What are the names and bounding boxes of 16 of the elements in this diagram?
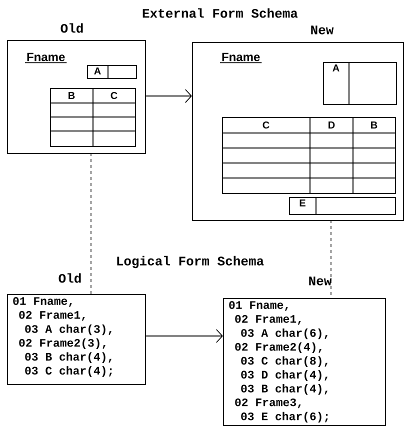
- input-field: E: [289, 196, 396, 215]
- title: External Form Schema: [142, 8, 298, 18]
- column-heading: New: [309, 276, 332, 286]
- section-heading: Logical Form Schema: [117, 256, 264, 268]
- column-heading: Old: [58, 273, 81, 283]
- schema-listing: 01 Fname, 02 Frame1, 03 A char(6), 02 Frame2(4), 03 C char(8), 03 D char(4), 03 B char(4), 02 Frame3, 03 E char(6);: [223, 298, 386, 426]
- input-field: A: [323, 62, 397, 105]
- dashed-line: [90, 152, 92, 294]
- column-heading: Old: [60, 23, 83, 33]
- schema-listing: 01 Fname, 02 Frame1, 03 A char(3), 02 Frame2(3), 03 B char(4), 03 C char(4);: [7, 294, 146, 385]
- hollow-arrow: [144, 329, 223, 343]
- table-frame: B C: [50, 88, 136, 147]
- hollow-arrow: [144, 89, 192, 103]
- input-field: A: [87, 64, 137, 79]
- table-frame: C D B: [222, 116, 396, 194]
- column-heading: New: [311, 26, 334, 34]
